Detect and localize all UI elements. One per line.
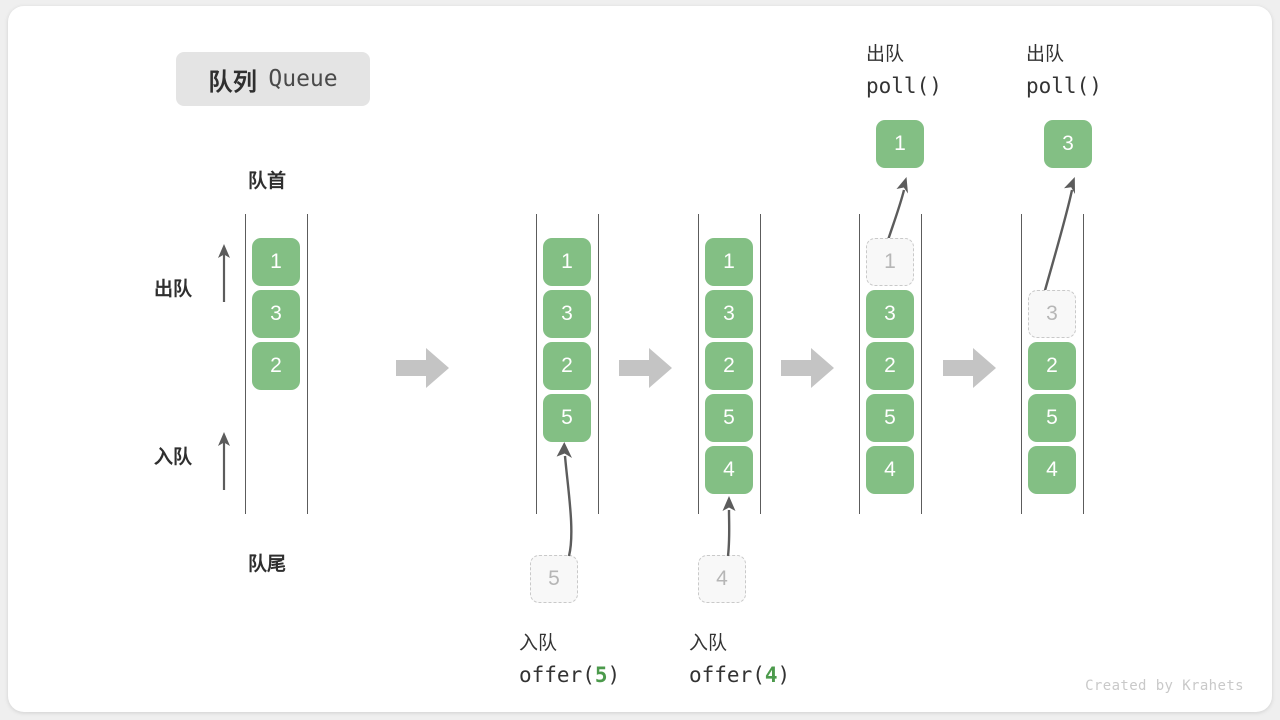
queue-rail-right: [1083, 214, 1084, 514]
caption-cn-offer-4: 入队: [689, 633, 728, 654]
queue-cell: 2: [705, 342, 753, 390]
queue-cell: 1: [543, 238, 591, 286]
queue-cell: 3: [1028, 290, 1076, 338]
queue-cell: 2: [252, 342, 300, 390]
queue-rail-left: [245, 214, 246, 514]
code-pre: offer(: [689, 663, 765, 687]
queue-cell: 5: [543, 394, 591, 442]
incoming-cell-5: 5: [530, 555, 580, 605]
queue-cell: 5: [1028, 394, 1076, 442]
caption-cn-offer-5: 入队: [519, 633, 558, 654]
enqueue-label: 入队: [154, 447, 193, 468]
header-code-poll-3: poll(): [1026, 74, 1102, 98]
queue-cell: 4: [1028, 446, 1076, 494]
queue-rail-right: [307, 214, 308, 514]
code-num: 4: [764, 663, 778, 687]
queue-cell: 5: [705, 394, 753, 442]
right-block-arrow-icon-4: [943, 346, 997, 390]
title-badge: 队列 Queue: [176, 52, 370, 106]
queue-cell: 5: [866, 394, 914, 442]
queue-cell: 2: [1028, 342, 1076, 390]
queue-cell: 3: [1044, 120, 1092, 168]
up-arrow-icon-dequeue: [216, 242, 232, 304]
code-pre: offer(: [519, 663, 595, 687]
queue-cell: 4: [705, 446, 753, 494]
right-block-arrow-icon-3: [781, 346, 835, 390]
caption-code-offer-4: offer(4): [689, 663, 790, 687]
queue-cell: 3: [705, 290, 753, 338]
front-label: 队首: [248, 171, 287, 192]
outgoing-cell-1: 1: [876, 120, 926, 170]
queue-rail-right: [598, 214, 599, 514]
header-code-poll-1: poll(): [866, 74, 942, 98]
outgoing-cell-3: 3: [1044, 120, 1094, 170]
queue-cell: 3: [252, 290, 300, 338]
rear-label: 队尾: [248, 554, 287, 575]
queue-cell: 2: [866, 342, 914, 390]
queue-cell: 4: [866, 446, 914, 494]
right-block-arrow-icon-2: [619, 346, 673, 390]
title-cn: 队列: [208, 68, 258, 96]
incoming-cell-4: 4: [698, 555, 748, 605]
queue-cell: 1: [705, 238, 753, 286]
dequeue-label: 出队: [154, 279, 193, 300]
right-block-arrow-icon-1: [396, 346, 450, 390]
code-post: ): [777, 663, 791, 687]
queue-cell: 5: [530, 555, 578, 603]
queue-rail-left: [536, 214, 537, 514]
queue-rail-left: [859, 214, 860, 514]
queue-cell: 1: [866, 238, 914, 286]
queue-cell: 3: [543, 290, 591, 338]
queue-rail-right: [760, 214, 761, 514]
queue-cell: 1: [876, 120, 924, 168]
queue-cell: 1: [252, 238, 300, 286]
queue-cell: 2: [543, 342, 591, 390]
queue-rail-right: [921, 214, 922, 514]
title-en: Queue: [268, 66, 338, 92]
code-num: 5: [594, 663, 608, 687]
queue-rail-left: [698, 214, 699, 514]
caption-code-offer-5: offer(5): [519, 663, 620, 687]
queue-cell: 4: [698, 555, 746, 603]
header-cn-poll-3: 出队: [1026, 44, 1065, 65]
credit-text: Created by Krahets: [1085, 678, 1244, 694]
up-arrow-icon-enqueue: [216, 430, 232, 492]
header-cn-poll-1: 出队: [866, 44, 905, 65]
code-post: ): [607, 663, 621, 687]
queue-rail-left: [1021, 214, 1022, 514]
queue-cell: 3: [866, 290, 914, 338]
